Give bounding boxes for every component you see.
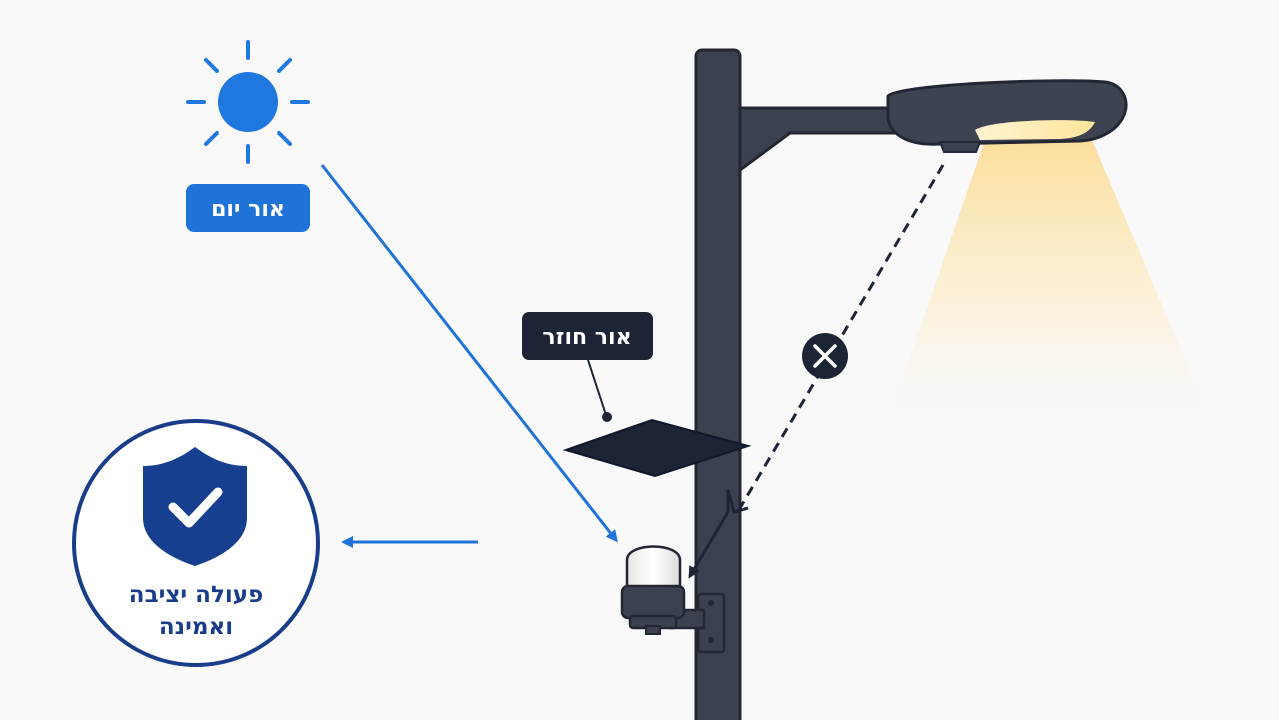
street-lamp-icon — [738, 79, 1128, 172]
sun-icon — [186, 40, 310, 164]
result-label-line2: ואמינה — [159, 614, 233, 640]
stable-operation-badge: פעולה יציבה ואמינה — [72, 419, 320, 667]
daylight-arrow — [320, 164, 618, 543]
lamp-pole — [694, 48, 742, 720]
blocked-lamp-light-path — [738, 164, 945, 509]
daylight-label: אור יום — [186, 184, 310, 232]
shade-plate — [562, 418, 752, 478]
reflected-light-label-text: אור חוזר — [542, 325, 631, 350]
reflected-light-label: אור חוזר — [522, 312, 653, 422]
reflected-light-arrow — [688, 489, 749, 579]
photocell-sensor-icon — [620, 545, 726, 654]
x-circle-icon — [802, 333, 848, 379]
daylight-label-text: אור יום — [211, 197, 285, 222]
result-label-line1: פעולה יציבה — [129, 582, 263, 608]
lamp-light-beam — [885, 140, 1215, 430]
shield-check-icon — [143, 447, 247, 566]
